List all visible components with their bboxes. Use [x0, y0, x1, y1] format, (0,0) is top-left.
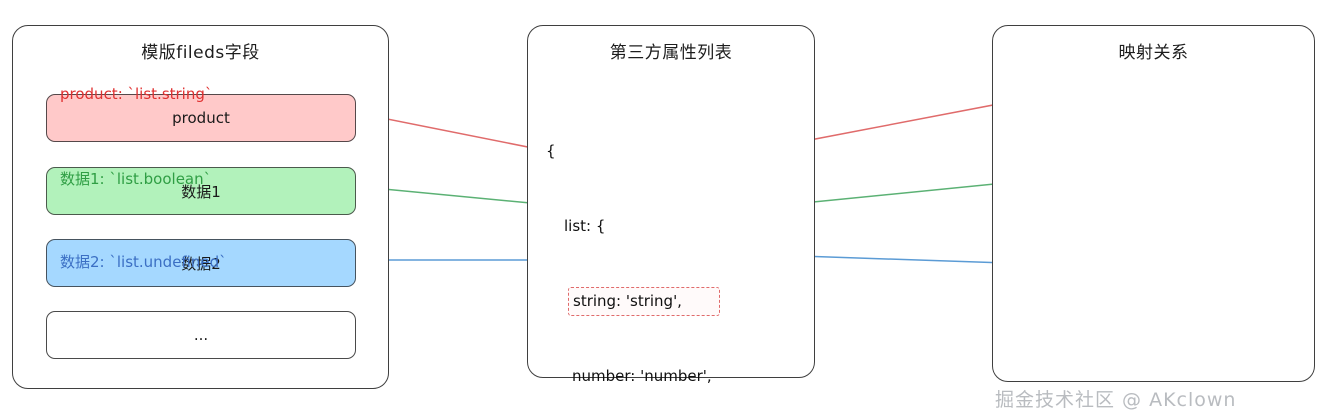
- code-text: string: 'string',: [568, 287, 720, 316]
- code-line-string-highlighted: string: 'string',: [546, 287, 778, 316]
- panel-title-template-fields: 模版fileds字段: [141, 43, 260, 63]
- panel-third-party-attributes: 第三方属性列表 { list: { string: 'string', numb…: [527, 25, 815, 385]
- watermark: 掘金技术社区 @ AKclown: [995, 389, 1237, 411]
- code-text: number: 'number',: [572, 367, 712, 385]
- panel-title-mapping-relations: 映射关系: [1118, 43, 1189, 63]
- field-chip-label: product: [172, 109, 230, 127]
- field-chip-label: ...: [193, 326, 209, 344]
- panel-mapping-relations: 映射关系: [992, 25, 1315, 382]
- mapping-row-data1: 数据1: `list.boolean`: [60, 170, 212, 188]
- code-line: {: [546, 139, 778, 164]
- code-line: list: {: [546, 214, 778, 239]
- panel-template-fields: 模版fileds字段 product 数据1 数据2 ...: [12, 25, 389, 389]
- code-block: { list: { string: 'string', number: 'num…: [546, 89, 778, 416]
- mapping-row-data2: 数据2: `list.undefined`: [60, 253, 227, 271]
- field-chip-label: 数据1: [181, 182, 221, 201]
- panel-title-third-party-attributes: 第三方属性列表: [609, 43, 733, 63]
- code-text: list: {: [564, 217, 606, 235]
- code-text: {: [546, 142, 556, 160]
- field-chip-more[interactable]: ...: [46, 311, 356, 359]
- field-chip-label: 数据2: [181, 254, 221, 273]
- field-chip-data1[interactable]: 数据1: [46, 167, 356, 215]
- field-chip-product[interactable]: product: [46, 94, 356, 142]
- code-line: number: 'number',: [546, 364, 778, 389]
- field-chip-data2[interactable]: 数据2: [46, 239, 356, 287]
- mapping-row-product: product: `list.string`: [60, 85, 213, 103]
